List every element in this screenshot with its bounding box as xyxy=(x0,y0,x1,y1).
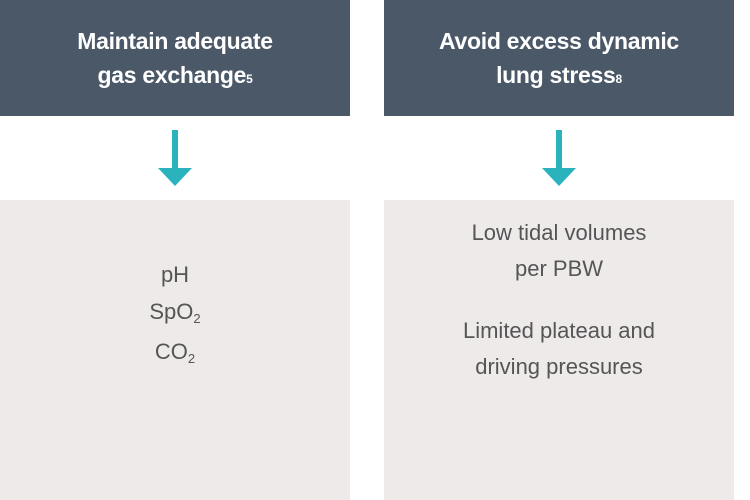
item-co2: CO2 xyxy=(154,339,196,366)
title-line-2: lung stress xyxy=(496,62,616,88)
column-gas-exchange: Maintain adequate gas exchange5 pH SpO2 … xyxy=(0,0,350,500)
title-line-2: gas exchange xyxy=(97,62,247,88)
lung-stress-header: Avoid excess dynamic lung stress8 xyxy=(384,0,734,116)
title-line-1: Maintain adequate xyxy=(77,28,273,54)
gas-exchange-title: Maintain adequate gas exchange5 xyxy=(77,24,273,92)
item-ph: pH xyxy=(160,262,190,287)
title-line-1: Avoid excess dynamic xyxy=(439,28,679,54)
arrow-down-icon xyxy=(542,130,576,186)
reference-superscript: 5 xyxy=(246,72,253,86)
lung-stress-title: Avoid excess dynamic lung stress8 xyxy=(439,24,679,92)
gas-exchange-header: Maintain adequate gas exchange5 xyxy=(0,0,350,116)
reference-superscript: 8 xyxy=(615,72,623,86)
item-spo2: SpO2 xyxy=(149,299,201,326)
gas-exchange-body: pH SpO2 CO2 xyxy=(0,200,350,500)
column-lung-stress: Avoid excess dynamic lung stress8 Low ti… xyxy=(384,0,734,500)
arrow-down-icon xyxy=(158,130,192,186)
